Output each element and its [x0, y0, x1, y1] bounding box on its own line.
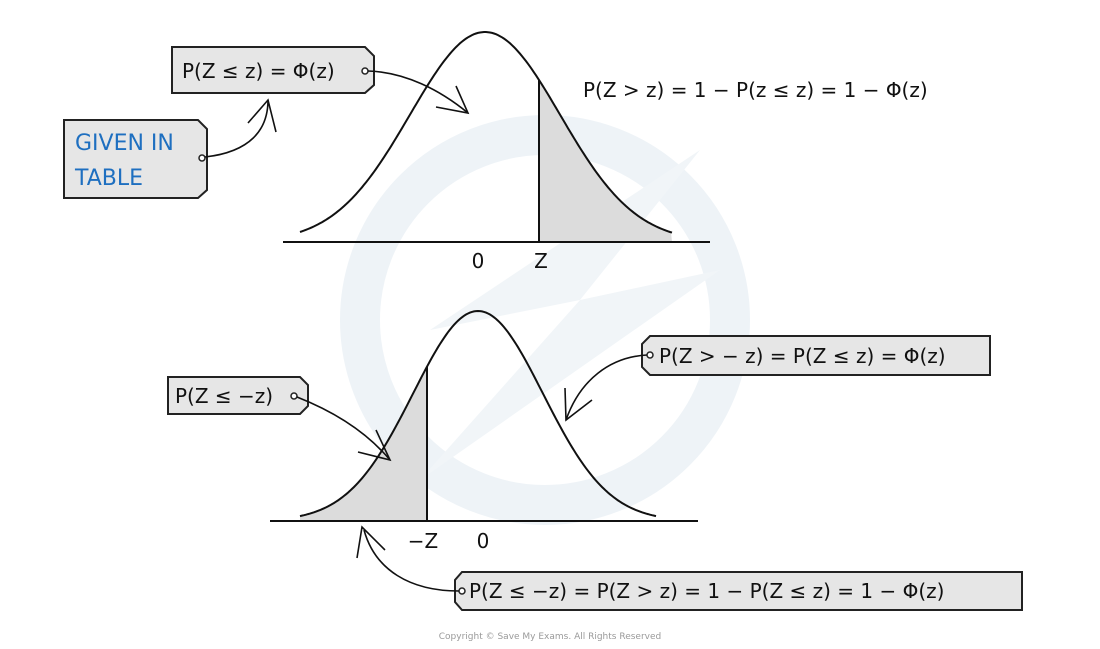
tag-cdf: P(Z ≤ z) = Φ(z) — [171, 46, 375, 94]
bottom-bell-curve — [299, 309, 657, 518]
given-line-2: TABLE — [74, 166, 143, 191]
tag-cdf-text: P(Z ≤ z) = Φ(z) — [182, 59, 335, 83]
top-right-formula: P(Z > z) = 1 − P(z ≤ z) = 1 − Φ(z) — [583, 78, 928, 102]
arrow-right-tag-to-curve — [564, 354, 648, 422]
arrow-left-tag-to-shade — [296, 396, 392, 462]
top-shaded-right-tail — [539, 79, 672, 243]
tag-right-symmetric: P(Z > − z) = P(Z ≤ z) = Φ(z) — [641, 335, 991, 376]
tag-left-tail: P(Z ≤ −z) — [167, 376, 309, 415]
top-axis-label-z: Z — [534, 249, 548, 273]
arrow-cdf-to-curve — [367, 70, 470, 115]
arrow-bottom-tag-to-tail — [356, 525, 460, 592]
bottom-normal-curve-group: −Z 0 — [270, 309, 698, 553]
tag-right-symmetric-text: P(Z > − z) = P(Z ≤ z) = Φ(z) — [659, 344, 946, 368]
top-axis-label-zero: 0 — [472, 249, 485, 273]
arrow-table-to-cdf — [204, 98, 277, 158]
tag-given-in-table: GIVEN IN TABLE — [63, 119, 208, 199]
bottom-shaded-left-tail — [300, 368, 427, 521]
tag-bottom-identity: P(Z ≤ −z) = P(Z > z) = 1 − P(Z ≤ z) = 1 … — [454, 571, 1023, 611]
top-normal-curve-group: 0 Z — [283, 31, 710, 273]
copyright-notice: Copyright © Save My Exams. All Rights Re… — [439, 632, 661, 642]
bottom-axis-label-neg-z: −Z — [408, 529, 438, 553]
tag-left-tail-text: P(Z ≤ −z) — [175, 384, 273, 408]
bottom-axis-label-zero: 0 — [477, 529, 490, 553]
given-line-1: GIVEN IN — [75, 131, 174, 156]
tag-bottom-identity-text: P(Z ≤ −z) = P(Z > z) = 1 − P(Z ≤ z) = 1 … — [469, 579, 944, 603]
top-bell-curve — [299, 31, 673, 234]
